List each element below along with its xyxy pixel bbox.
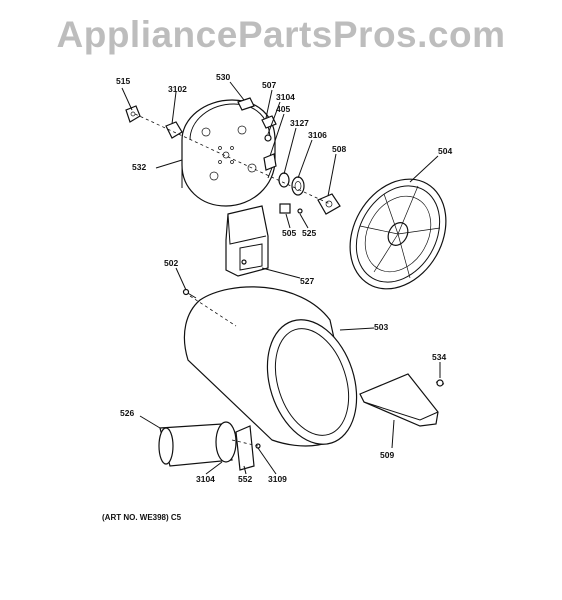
label-527: 527	[300, 276, 314, 286]
label-3104-bottom: 3104	[196, 474, 215, 484]
clip-505-screw-525	[279, 203, 303, 214]
bearing-3127-3106	[278, 172, 305, 196]
label-507: 507	[262, 80, 276, 90]
screw-3102	[165, 121, 183, 139]
roller-bracket-515	[125, 105, 141, 123]
label-504: 504	[438, 146, 452, 156]
label-530: 530	[216, 72, 230, 82]
bracket-552-3109	[231, 425, 261, 471]
drum-503	[183, 286, 358, 447]
label-552: 552	[238, 474, 252, 484]
label-3104-top: 3104	[276, 92, 295, 102]
art-number-note: (ART NO. WE398) C5	[102, 513, 182, 522]
label-405: 405	[276, 104, 290, 114]
label-3127: 3127	[290, 118, 309, 128]
front-bulkhead-504	[349, 178, 447, 290]
watermark-logo: AppliancePartsPros.com	[56, 14, 506, 55]
shaft-parts-507-3104-405	[261, 115, 277, 171]
rear-bulkhead-532	[181, 99, 276, 207]
label-3109: 3109	[268, 474, 287, 484]
label-509: 509	[380, 450, 394, 460]
pivot-530	[237, 97, 255, 111]
label-525: 525	[302, 228, 316, 238]
heater-tube-526	[158, 421, 237, 467]
label-534: 534	[432, 352, 446, 362]
leader-lines	[121, 81, 441, 475]
lint-duct-509	[359, 373, 439, 427]
label-3106: 3106	[308, 130, 327, 140]
bearing-508	[317, 193, 341, 215]
screw-534	[435, 379, 445, 387]
label-502: 502	[164, 258, 178, 268]
label-515: 515	[116, 76, 130, 86]
label-503: 503	[374, 322, 388, 332]
label-532: 532	[132, 162, 146, 172]
blower-housing-527	[225, 205, 269, 277]
label-505: 505	[282, 228, 296, 238]
label-508: 508	[332, 144, 346, 154]
screw-502	[182, 288, 197, 299]
label-526: 526	[120, 408, 134, 418]
label-3102: 3102	[168, 84, 187, 94]
